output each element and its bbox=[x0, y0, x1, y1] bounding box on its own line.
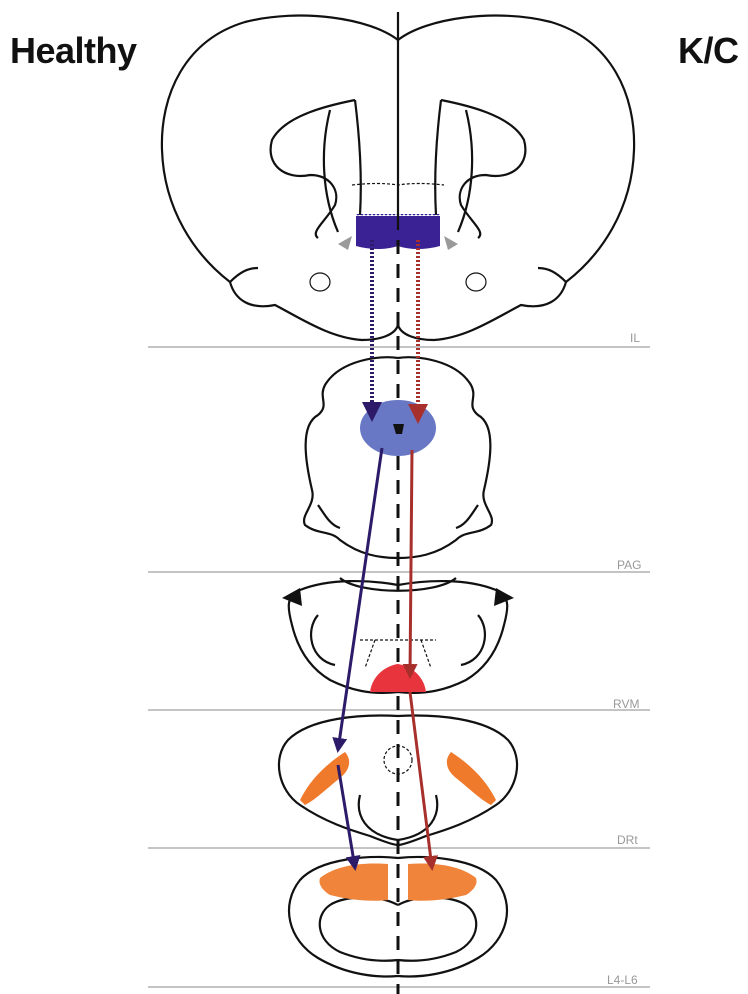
left-marker-arrow bbox=[338, 236, 352, 250]
rvm-right-tab bbox=[494, 588, 514, 606]
drt-region-right bbox=[447, 752, 496, 805]
right-ventricle-oval bbox=[466, 273, 486, 291]
kc-pag-to-rvm-pathway bbox=[410, 450, 412, 676]
rvm-region bbox=[370, 664, 426, 692]
spinal-region-right bbox=[408, 864, 477, 901]
healthy-pag-to-drt-pathway bbox=[338, 448, 382, 750]
right-marker-arrow bbox=[444, 236, 458, 250]
left-ventricle-oval bbox=[310, 273, 330, 291]
healthy-drt-to-spinal-pathway bbox=[338, 765, 355, 868]
rvm-left-tab bbox=[282, 588, 302, 606]
spinal-region-left bbox=[319, 864, 388, 901]
